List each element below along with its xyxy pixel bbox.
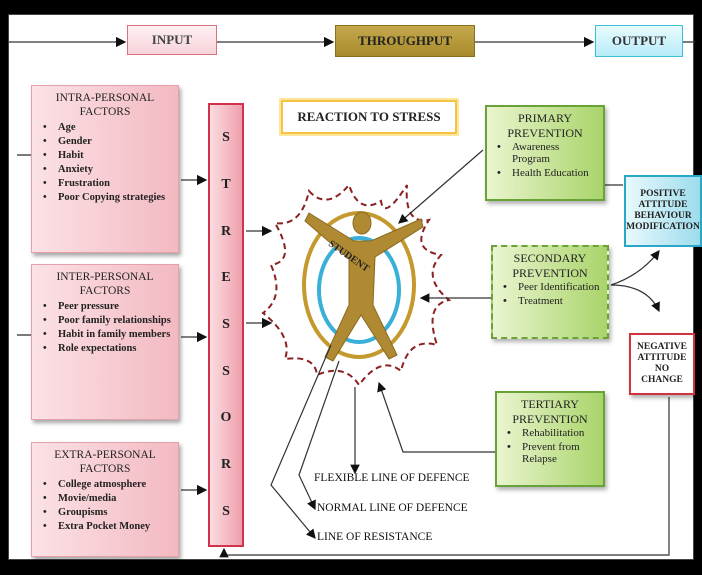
normal-line-pointer <box>298 360 340 511</box>
stressors-letter: S <box>222 503 230 519</box>
negative-outcome-box: NEGATIVE ATTITUDE NO CHANGE <box>629 333 695 395</box>
list-item: Frustration <box>38 178 172 190</box>
input-header: INPUT <box>127 25 217 55</box>
flexible-line-of-defence-star <box>261 182 452 387</box>
primary-title-line2: PREVENTION <box>507 126 583 140</box>
line-of-resistance-ring <box>317 236 401 344</box>
secondary-list: Peer Identification Treatment <box>498 281 602 307</box>
tertiary-title: TERTIARY PREVENTION <box>502 397 598 427</box>
tertiary-list: Rehabilitation Prevent from Relapse <box>502 427 598 465</box>
intra-title-line1: INTRA-PERSONAL <box>55 92 155 104</box>
outcome-branch-down <box>610 284 660 313</box>
diagram-frame: STUDENT INPUT THROUGHPUT OUTPUT INTRA-PE… <box>8 14 702 560</box>
extra-title-line2: FACTORS <box>79 463 131 475</box>
positive-outcome-box: POSITIVE ATTITUDE BEHAVIOUR MODIFICATION <box>624 175 702 247</box>
list-item: Anxiety <box>38 164 172 176</box>
list-item: Treatment <box>498 295 602 307</box>
list-item: Age <box>38 122 172 134</box>
stressors-column: S T R E S S O R S <box>208 103 244 547</box>
extra-personal-factors-box: EXTRA-PERSONAL FACTORS College atmospher… <box>31 442 179 557</box>
stressors-letter: R <box>220 456 232 472</box>
stressors-letter: O <box>220 410 232 426</box>
tertiary-prevention-box: TERTIARY PREVENTION Rehabilitation Preve… <box>495 391 605 487</box>
intra-title-line2: FACTORS <box>79 106 131 118</box>
flexible-line-label: FLEXIBLE LINE OF DEFENCE <box>314 472 470 484</box>
stressors-letter: R <box>220 223 232 239</box>
inter-title: INTER-PERSONAL FACTORS <box>38 270 172 298</box>
stressors-letter: T <box>221 176 231 192</box>
list-item: Groupisms <box>38 507 172 519</box>
secondary-prevention-box: SECONDARY PREVENTION Peer Identification… <box>491 245 609 339</box>
list-item: Movie/media <box>38 493 172 505</box>
stressors-letter: S <box>222 316 230 332</box>
primary-prevention-box: PRIMARY PREVENTION Awareness Program Hea… <box>485 105 605 201</box>
primary-title: PRIMARY PREVENTION <box>492 111 598 141</box>
list-item: Habit in family members <box>38 329 172 341</box>
intra-list: Age Gender Habit Anxiety Frustration Poo… <box>38 122 172 204</box>
extra-title: EXTRA-PERSONAL FACTORS <box>38 448 172 476</box>
list-item: Health Education <box>492 167 598 179</box>
diagram-canvas: STUDENT INPUT THROUGHPUT OUTPUT INTRA-PE… <box>0 0 702 560</box>
negative-feedback-loop <box>219 397 670 558</box>
list-item: Gender <box>38 136 172 148</box>
tertiary-title-line2: PREVENTION <box>512 412 588 426</box>
connector-lines <box>9 36 695 558</box>
inter-list: Peer pressure Poor family relationships … <box>38 301 172 355</box>
inter-personal-factors-box: INTER-PERSONAL FACTORS Peer pressure Poo… <box>31 264 179 420</box>
resistance-line-label: LINE OF RESISTANCE <box>317 531 433 543</box>
inter-title-line1: INTER-PERSONAL <box>56 271 154 283</box>
list-item: Rehabilitation <box>502 427 598 439</box>
resistance-line-pointer <box>270 344 332 539</box>
stressors-letter: S <box>222 130 230 146</box>
list-item: College atmosphere <box>38 479 172 491</box>
primary-title-line1: PRIMARY <box>517 111 573 125</box>
primary-to-student-arrow <box>398 149 484 224</box>
list-item: Peer Identification <box>498 281 602 293</box>
intra-personal-factors-box: INTRA-PERSONAL FACTORS Age Gender Habit … <box>31 85 179 253</box>
secondary-title-line2: PREVENTION <box>512 266 588 280</box>
secondary-title: SECONDARY PREVENTION <box>498 251 602 281</box>
intra-title: INTRA-PERSONAL FACTORS <box>38 91 172 119</box>
student-figure <box>304 211 424 362</box>
list-item: Prevent from Relapse <box>502 441 598 465</box>
tertiary-title-line1: TERTIARY <box>521 397 579 411</box>
throughput-header: THROUGHPUT <box>335 25 475 57</box>
list-item: Extra Pocket Money <box>38 521 172 533</box>
list-item: Poor family relationships <box>38 315 172 327</box>
outcome-branch-up <box>610 250 660 286</box>
inter-title-line2: FACTORS <box>79 285 131 297</box>
list-item: Awareness Program <box>492 141 598 165</box>
tertiary-to-ring-line <box>377 381 495 453</box>
list-item: Habit <box>38 150 172 162</box>
stressors-letter: E <box>221 270 231 286</box>
secondary-title-line1: SECONDARY <box>513 251 587 265</box>
output-header: OUTPUT <box>595 25 683 57</box>
extra-title-line1: EXTRA-PERSONAL <box>54 449 156 461</box>
list-item: Peer pressure <box>38 301 172 313</box>
list-item: Role expectations <box>38 343 172 355</box>
list-item: Poor Copying strategies <box>38 192 172 204</box>
reaction-to-stress-title: REACTION TO STRESS <box>281 100 457 134</box>
normal-line-label: NORMAL LINE OF DEFENCE <box>317 502 468 514</box>
extra-list: College atmosphere Movie/media Groupisms… <box>38 479 172 533</box>
primary-list: Awareness Program Health Education <box>492 141 598 179</box>
stressors-letter: S <box>222 363 230 379</box>
